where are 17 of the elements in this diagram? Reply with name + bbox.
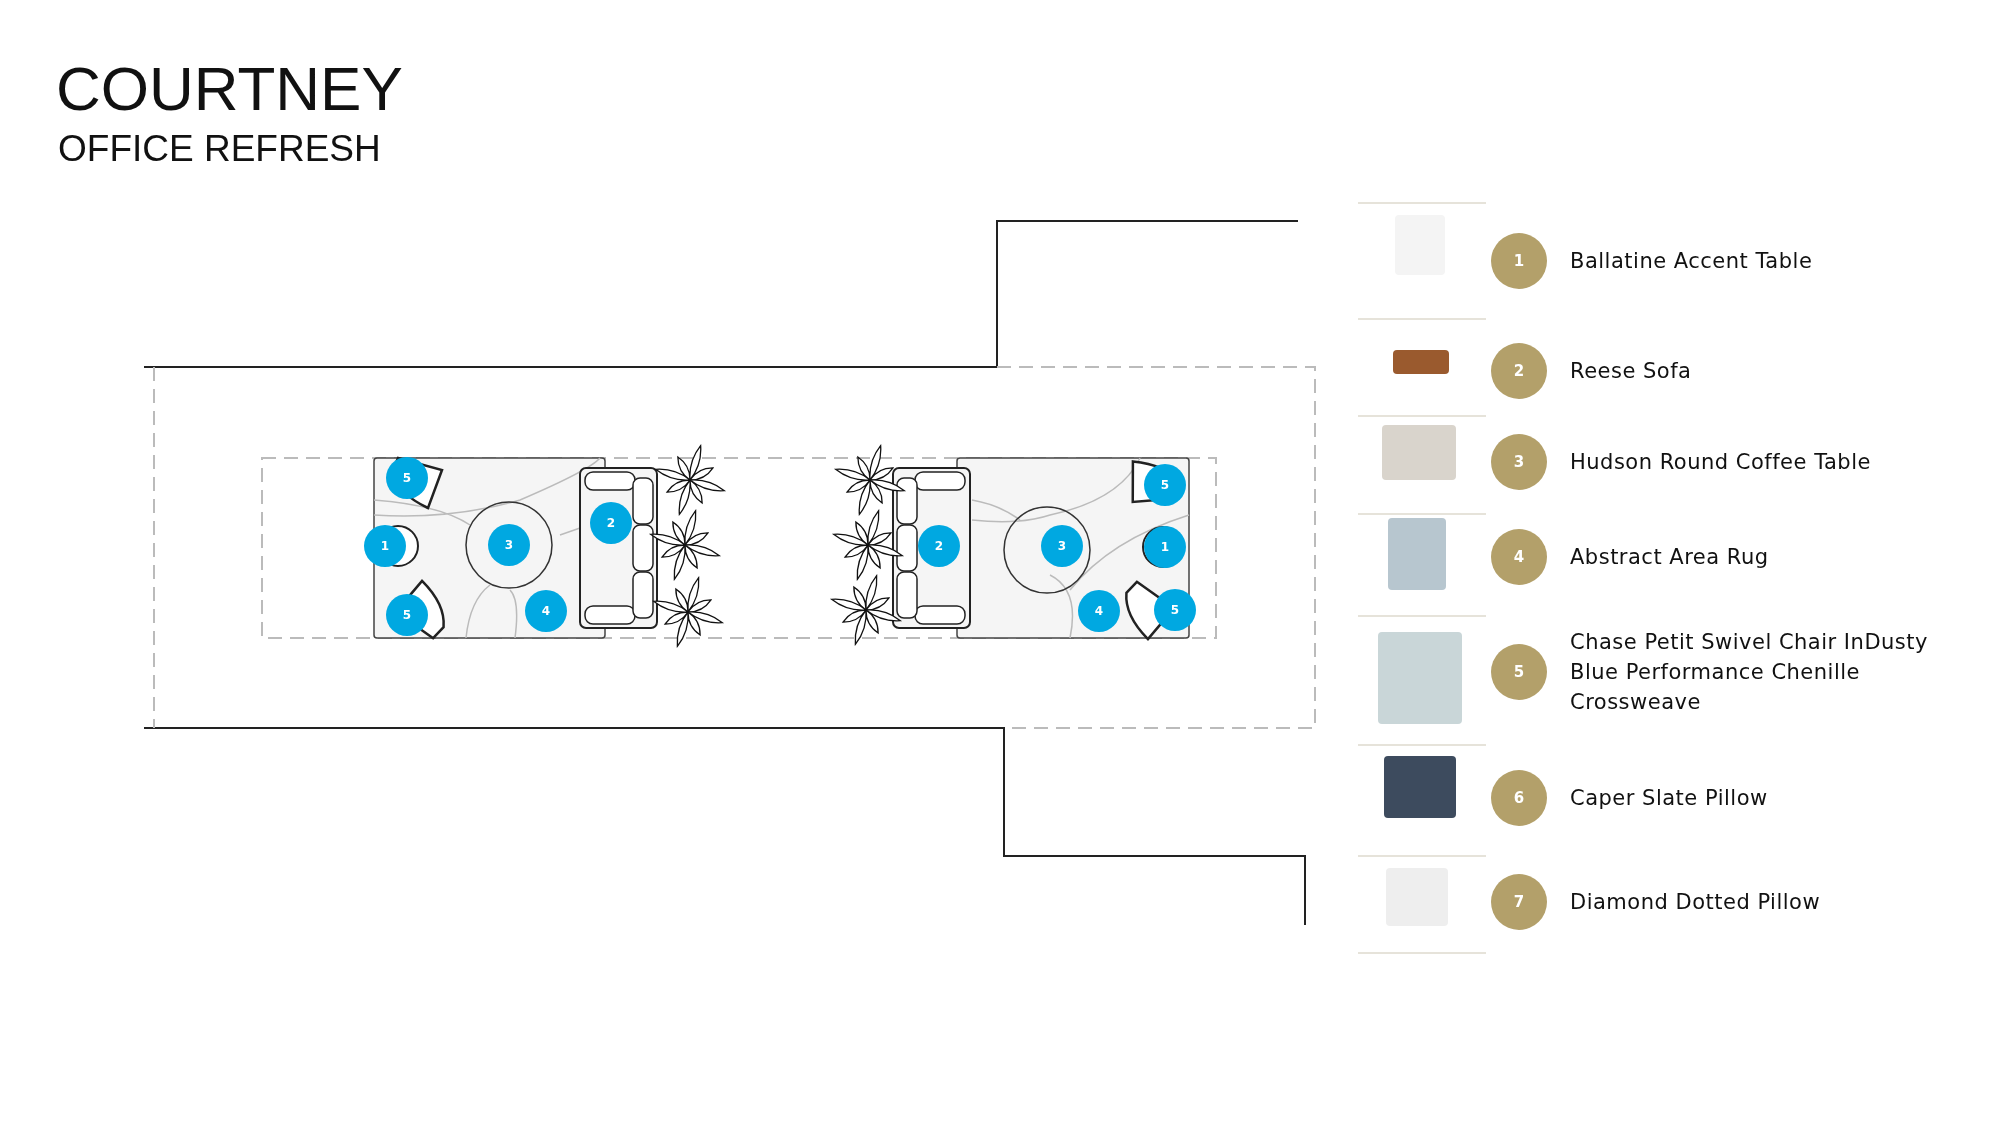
key-number: 3 xyxy=(1491,434,1547,490)
item-name: Chase Petit Swivel Chair InDusty Blue Performance Chenille Crossweave xyxy=(1570,629,1929,716)
item-name: Reese Sofa xyxy=(1570,358,1693,385)
item-name: Caper Slate Pillow xyxy=(1570,785,1769,812)
key-number: 7 xyxy=(1491,874,1547,930)
key-number: 6 xyxy=(1491,770,1547,826)
key-number: 1 xyxy=(1491,233,1547,289)
item-name: Ballatine Accent Table xyxy=(1570,248,1814,275)
item-name: Hudson Round Coffee Table xyxy=(1570,449,1872,476)
key-number: 4 xyxy=(1491,529,1547,585)
key-number: 5 xyxy=(1491,644,1547,700)
item-name: Diamond Dotted Pillow xyxy=(1570,889,1822,916)
item-name: Abstract Area Rug xyxy=(1570,544,1770,571)
title: COURTNEY xyxy=(56,58,403,120)
subtitle: OFFICE REFRESH xyxy=(58,130,381,167)
callout-number: 1 xyxy=(364,525,406,567)
key-number: 2 xyxy=(1491,343,1547,399)
